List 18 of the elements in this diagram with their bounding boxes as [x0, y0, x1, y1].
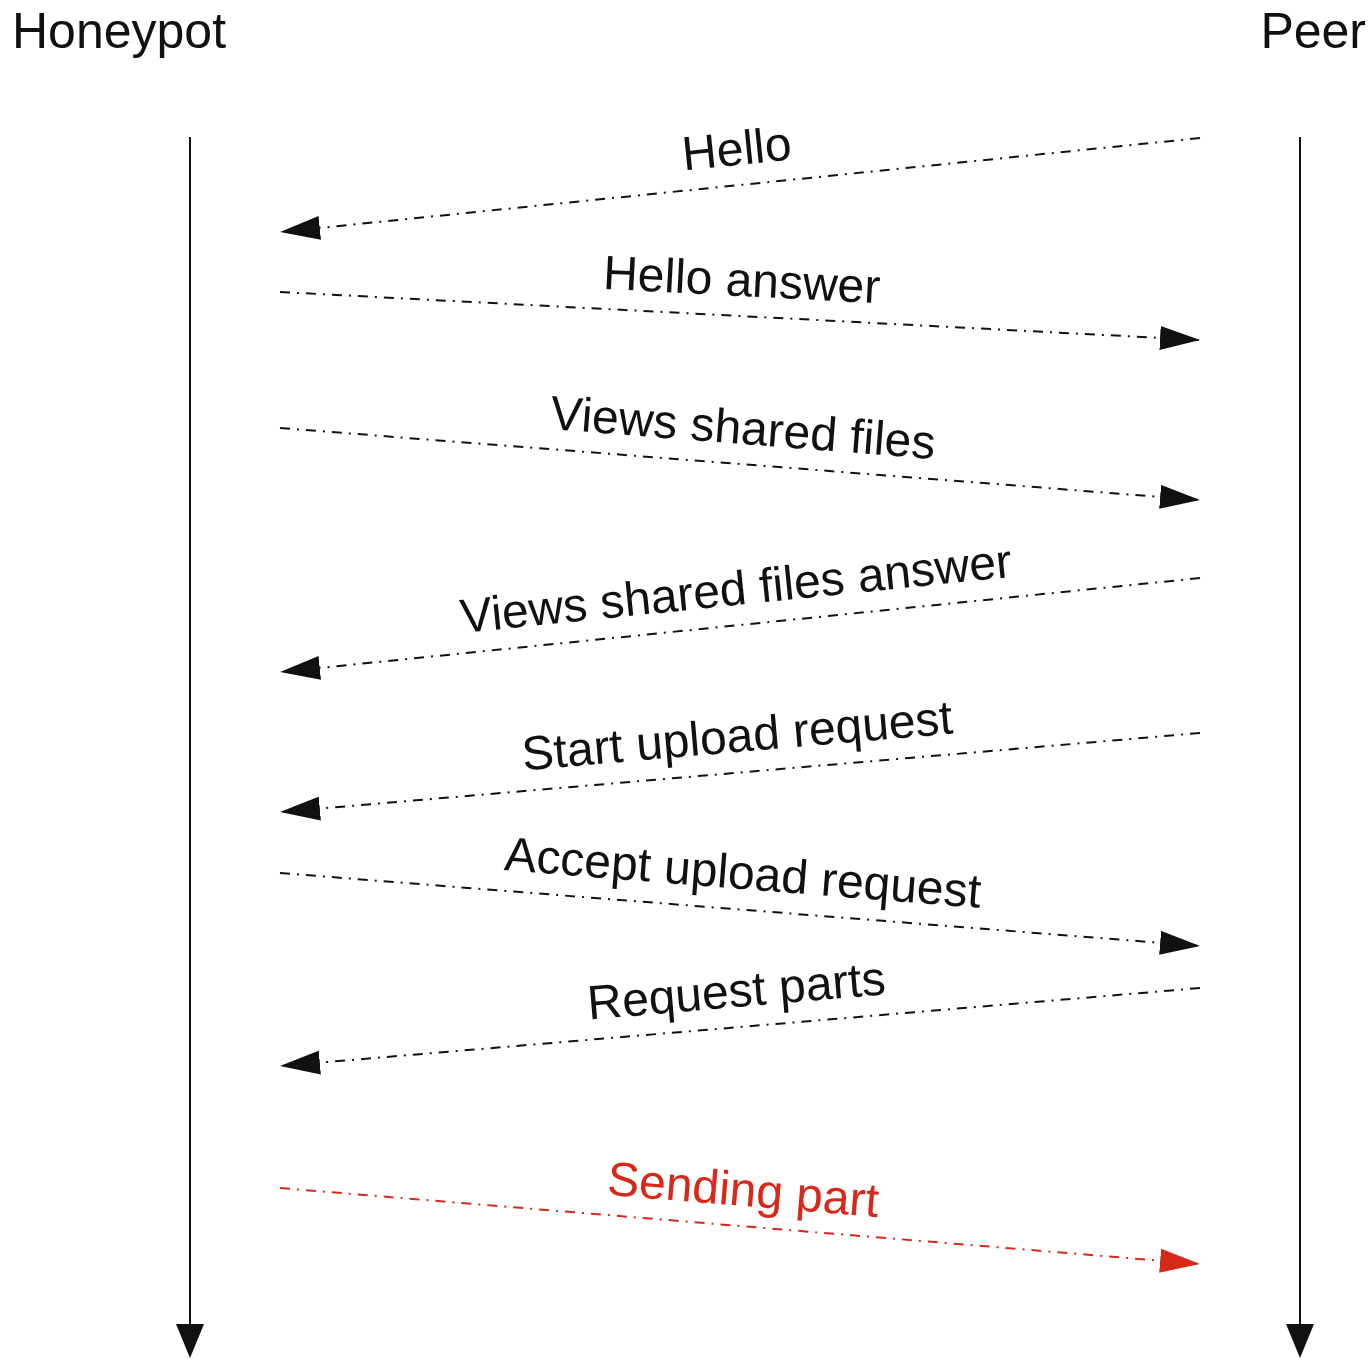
- message-arrow: [279, 427, 1201, 509]
- message-arrow: [279, 137, 1201, 240]
- participant-label: Peer: [1260, 4, 1366, 59]
- message-arrow: [279, 987, 1201, 1075]
- message-arrow: [279, 577, 1201, 680]
- message-arrow: [279, 291, 1201, 350]
- message-arrow: [279, 1187, 1201, 1273]
- message-label: Hello: [679, 117, 794, 181]
- message-arrow: [279, 732, 1201, 821]
- message-label: Sending part: [605, 1152, 881, 1228]
- message-label: Hello answer: [602, 246, 882, 314]
- message-label: Views shared files: [548, 386, 938, 470]
- message-label: Accept upload request: [502, 828, 983, 919]
- participant-label: Honeypot: [12, 4, 227, 59]
- message-label: Start upload request: [519, 691, 955, 782]
- message-arrow: [279, 872, 1201, 955]
- message-label: Request parts: [585, 952, 888, 1030]
- message-label: Views shared files answer: [458, 534, 1015, 644]
